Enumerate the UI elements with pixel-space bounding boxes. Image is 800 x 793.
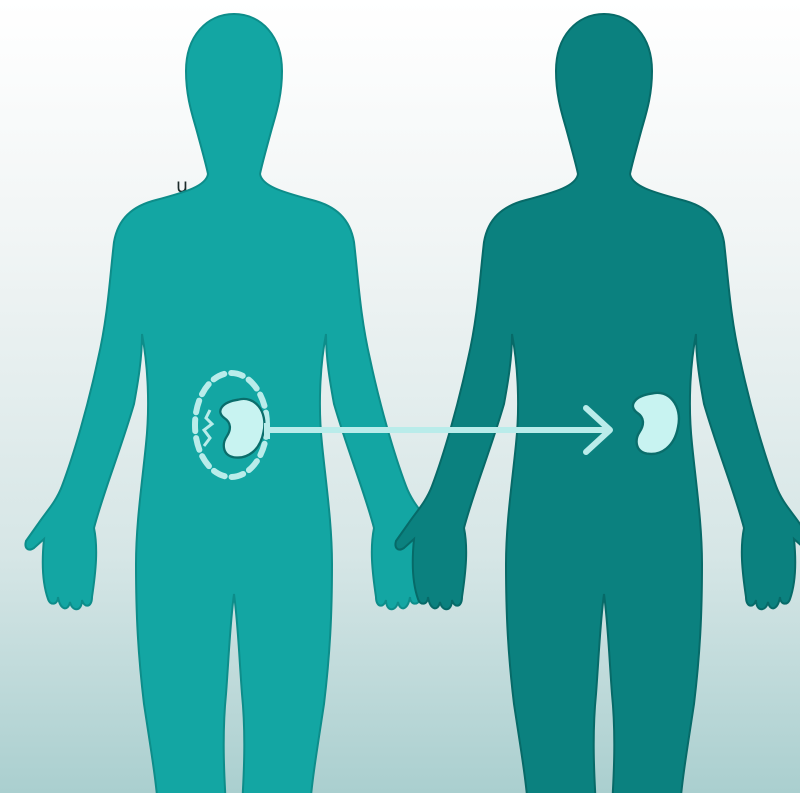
recipient-silhouette (395, 14, 800, 793)
